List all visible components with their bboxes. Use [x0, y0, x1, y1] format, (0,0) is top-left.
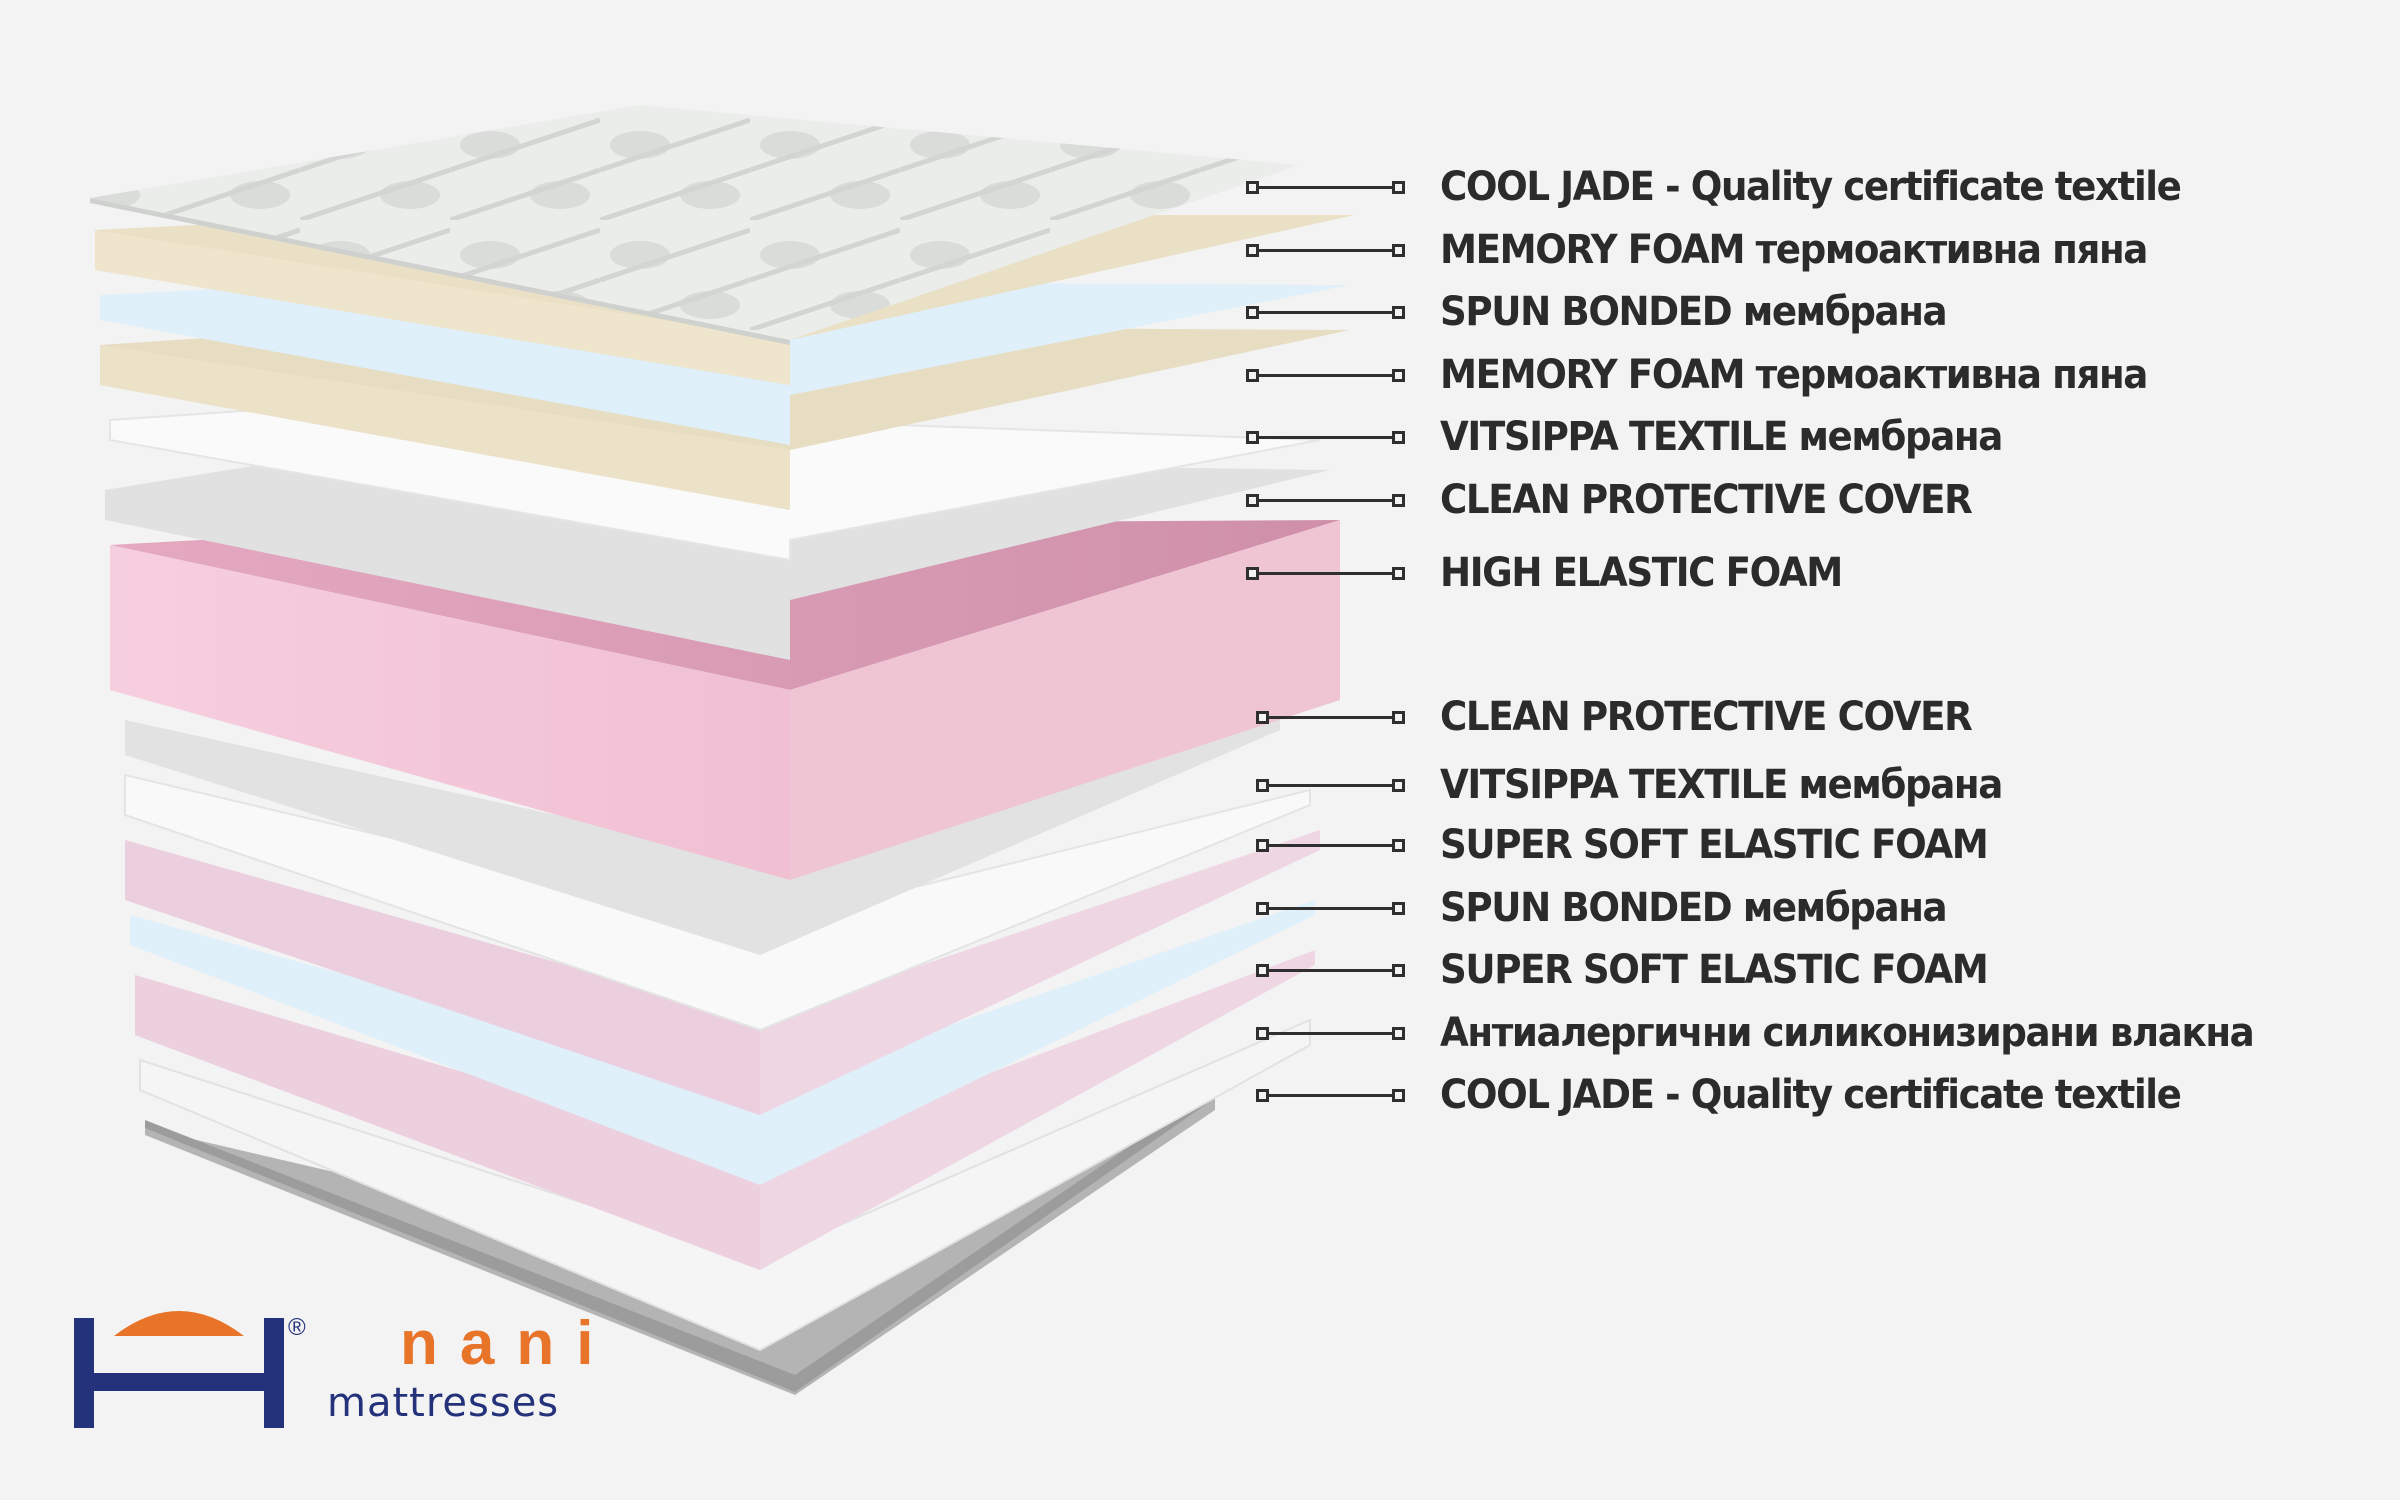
layer-clean-cover-1: [105, 455, 1330, 660]
connector-line: [1258, 374, 1392, 377]
connector-marker-end: [1392, 839, 1405, 852]
connector-marker-end: [1392, 431, 1405, 444]
connector-line: [1268, 716, 1392, 719]
connector-marker-end: [1392, 244, 1405, 257]
layer-spun-bonded-2: [130, 900, 1315, 1185]
layer-cool-jade-top: [90, 105, 1300, 345]
connector-marker-end: [1392, 779, 1405, 792]
layer-label: Антиалергични силиконизирани влакна: [1440, 1010, 2255, 1056]
layer-label: SUPER SOFT ELASTIC FOAM: [1440, 822, 1989, 868]
brand-logo: ® nani mattresses: [74, 1308, 594, 1433]
connector-marker-start: [1246, 306, 1259, 319]
connector-marker-start: [1246, 431, 1259, 444]
connector-marker-start: [1246, 494, 1259, 507]
connector-marker-end: [1392, 494, 1405, 507]
connector-marker-start: [1256, 711, 1269, 724]
registered-mark: ®: [288, 1314, 306, 1341]
connector-line: [1258, 499, 1392, 502]
connector-line: [1268, 1032, 1392, 1035]
connector-marker-end: [1392, 1027, 1405, 1040]
connector-marker-end: [1392, 964, 1405, 977]
layer-label: CLEAN PROTECTIVE COVER: [1440, 694, 1973, 740]
layer-label: SPUN BONDED мембрана: [1440, 289, 1948, 335]
connector-marker-start: [1256, 902, 1269, 915]
connector-line: [1268, 969, 1392, 972]
connector-marker-start: [1256, 1089, 1269, 1102]
connector-marker-start: [1246, 369, 1259, 382]
layer-label: MEMORY FOAM термоактивна пяна: [1440, 352, 2148, 398]
connector-marker-end: [1392, 567, 1405, 580]
layer-label: COOL JADE - Quality certificate textile: [1440, 164, 2182, 210]
layer-label: COOL JADE - Quality certificate textile: [1440, 1072, 2182, 1118]
layer-super-soft-1: [125, 830, 1320, 1115]
connector-marker-end: [1392, 306, 1405, 319]
connector-marker-start: [1246, 567, 1259, 580]
connector-line: [1258, 311, 1392, 314]
connector-marker-end: [1392, 1089, 1405, 1102]
connector-line: [1258, 186, 1392, 189]
connector-line: [1258, 249, 1392, 252]
connector-line: [1268, 1094, 1392, 1097]
connector-marker-start: [1256, 1027, 1269, 1040]
layer-label: VITSIPPA TEXTILE мембрана: [1440, 762, 2003, 808]
brand-name: nani: [400, 1309, 616, 1378]
layer-label: HIGH ELASTIC FOAM: [1440, 550, 1843, 596]
connector-line: [1258, 572, 1392, 575]
connector-marker-end: [1392, 369, 1405, 382]
connector-line: [1268, 844, 1392, 847]
layer-cool-jade-bottom: [145, 1088, 1215, 1395]
connector-marker-start: [1256, 964, 1269, 977]
layer-label: VITSIPPA TEXTILE мембрана: [1440, 414, 2003, 460]
layer-label: MEMORY FOAM термоактивна пяна: [1440, 227, 2148, 273]
layer-label: SUPER SOFT ELASTIC FOAM: [1440, 947, 1989, 993]
connector-marker-start: [1256, 779, 1269, 792]
connector-line: [1268, 907, 1392, 910]
connector-marker-end: [1392, 711, 1405, 724]
connector-marker-end: [1392, 902, 1405, 915]
connector-marker-start: [1246, 181, 1259, 194]
layer-clean-cover-2: [125, 700, 1280, 955]
logo-h-icon: [74, 1311, 284, 1428]
layer-label: SPUN BONDED мембрана: [1440, 885, 1948, 931]
connector-marker-end: [1392, 181, 1405, 194]
layer-super-soft-2: [135, 950, 1315, 1270]
connector-line: [1258, 436, 1392, 439]
brand-tagline: mattresses: [327, 1380, 560, 1426]
connector-marker-start: [1256, 839, 1269, 852]
layer-label: CLEAN PROTECTIVE COVER: [1440, 477, 1973, 523]
connector-line: [1268, 784, 1392, 787]
connector-marker-start: [1246, 244, 1259, 257]
